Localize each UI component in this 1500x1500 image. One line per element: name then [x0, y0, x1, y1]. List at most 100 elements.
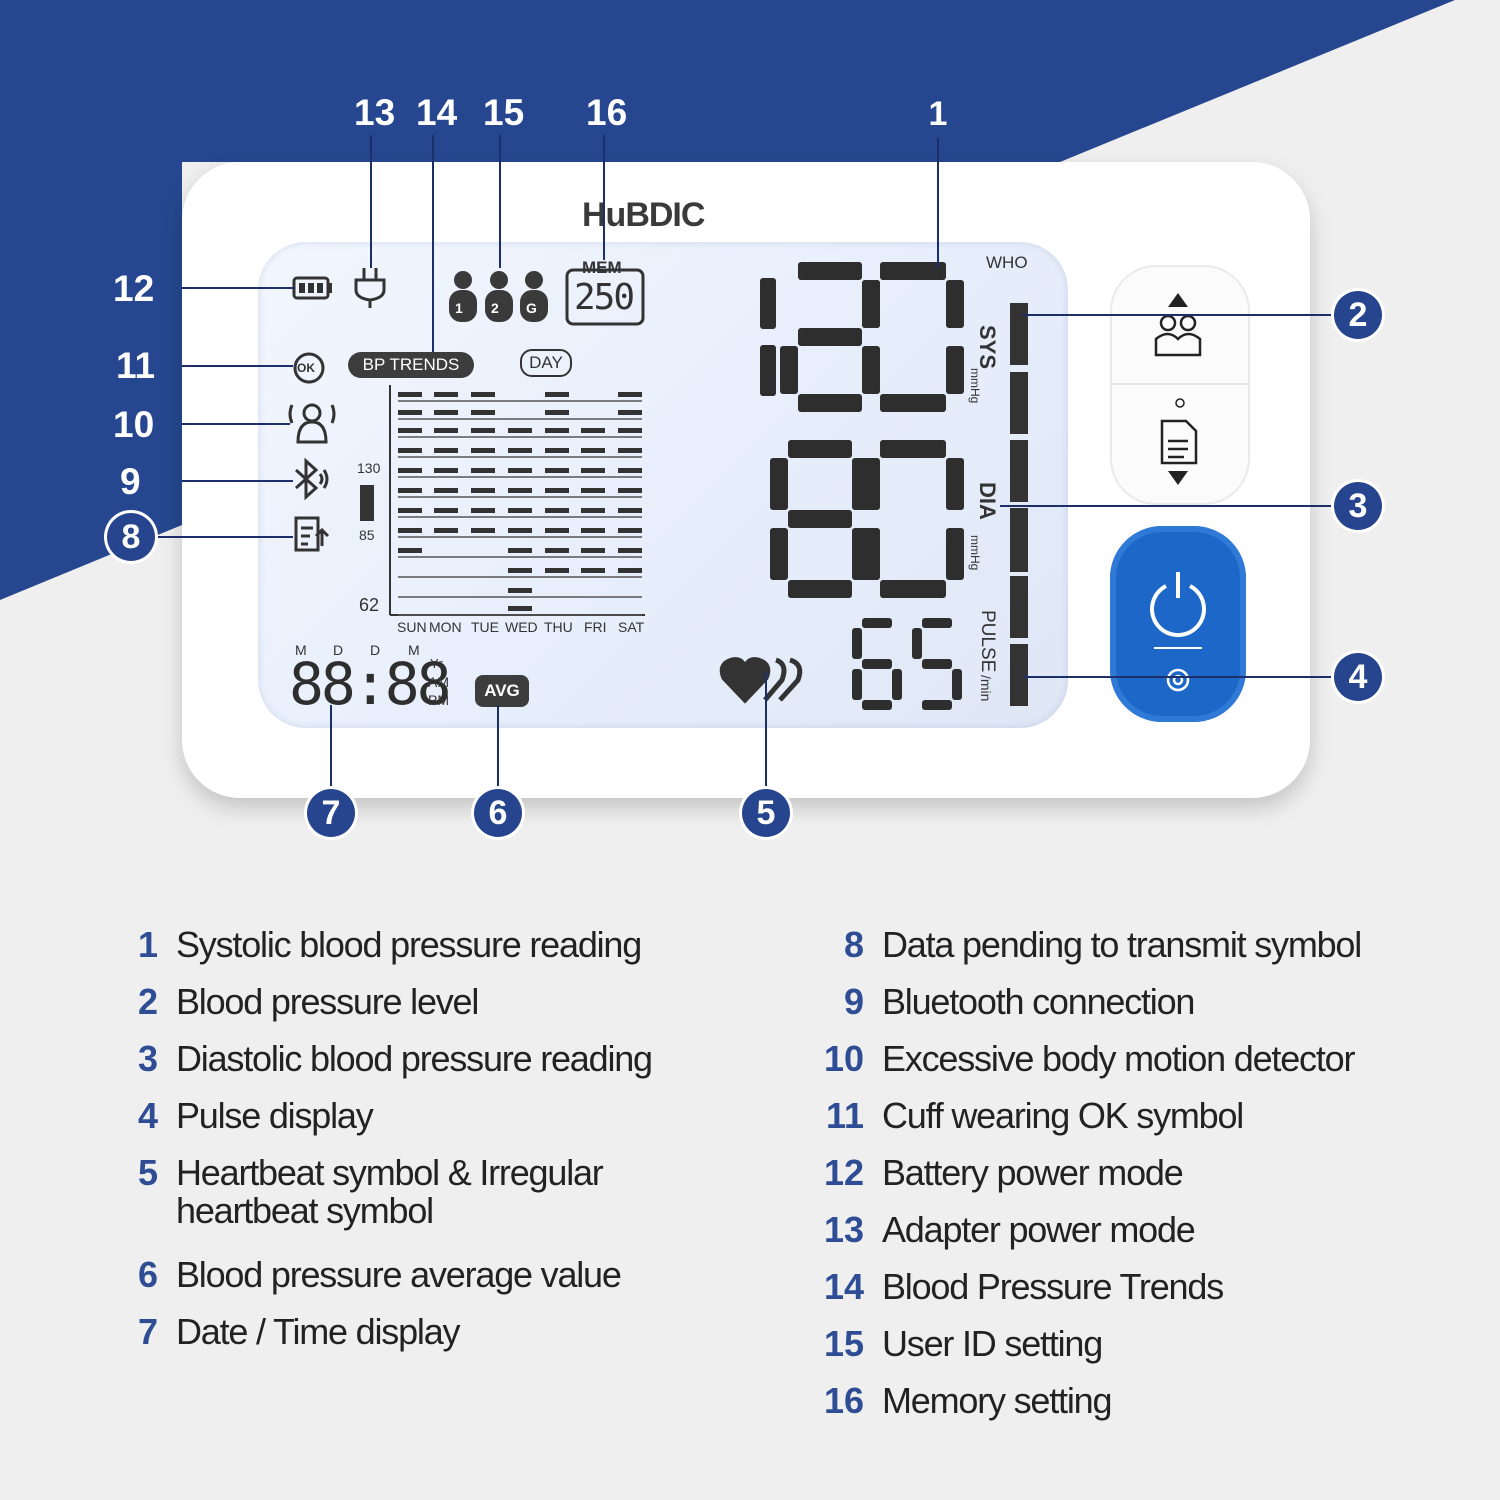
- axis-85: 85: [359, 527, 375, 543]
- callout-3: 3: [1334, 482, 1382, 530]
- trend-mark: [508, 508, 532, 513]
- trend-mark: [581, 528, 605, 533]
- callout-14: 14: [416, 92, 458, 133]
- trend-mark: [398, 410, 422, 415]
- date-m1: M: [295, 642, 307, 658]
- adapter-plug-icon: [354, 268, 386, 308]
- callout-12: 12: [113, 268, 155, 309]
- digit-0: [862, 440, 964, 598]
- legend-text: User ID setting: [882, 1323, 1103, 1364]
- date-time-value: 88:88: [289, 650, 452, 718]
- trend-mark: [398, 428, 422, 433]
- digit-6: [852, 618, 902, 710]
- callout-9: 9: [120, 461, 141, 502]
- day-label: DAY: [520, 349, 572, 377]
- trend-mark: [471, 392, 495, 397]
- callout-8: 8: [107, 513, 155, 561]
- legend-text: Heartbeat symbol & Irregular: [176, 1152, 604, 1193]
- weekday-sat: SAT: [618, 619, 645, 635]
- trend-mark: [434, 468, 458, 473]
- bluetooth-icon: [294, 457, 329, 501]
- legend-number: 14: [823, 1266, 864, 1307]
- trend-mark: [508, 468, 532, 473]
- trend-mark: [545, 410, 569, 415]
- weekday-thu: THU: [544, 619, 573, 635]
- trend-mark: [508, 528, 532, 533]
- level-segment: [1010, 644, 1028, 706]
- callout-10: 10: [113, 404, 155, 445]
- axis-130: 130: [357, 460, 381, 476]
- callout-6: 6: [474, 789, 522, 837]
- digit-0: [862, 262, 964, 412]
- trend-mark: [398, 468, 422, 473]
- time-yr: Yr: [430, 656, 443, 671]
- trend-mark: [618, 428, 642, 433]
- lcd-screen: [258, 242, 1068, 728]
- trend-mark: [434, 392, 458, 397]
- legend-text: Pulse display: [176, 1095, 374, 1136]
- memory-button[interactable]: [1160, 398, 1198, 485]
- trend-mark: [434, 410, 458, 415]
- trend-mark: [545, 568, 569, 573]
- trend-mark: [581, 548, 605, 553]
- trend-mark: [471, 448, 495, 453]
- memory-box: [565, 268, 645, 326]
- trend-mark: [618, 488, 642, 493]
- legend-text: Bluetooth connection: [882, 981, 1195, 1022]
- legend-text: Data pending to transmit symbol: [882, 924, 1362, 965]
- mem-value: 250: [574, 277, 635, 318]
- digit-1: [760, 278, 776, 396]
- trend-mark: [545, 448, 569, 453]
- user-guest: G: [526, 300, 537, 316]
- legend-number: 6: [137, 1254, 158, 1295]
- trend-mark: [471, 508, 495, 513]
- trend-mark: [618, 448, 642, 453]
- legend-number: 2: [137, 981, 158, 1022]
- trend-mark: [471, 428, 495, 433]
- power-icon: [1150, 572, 1206, 637]
- legend-text-line2: heartbeat symbol: [176, 1190, 434, 1231]
- trend-mark: [398, 448, 422, 453]
- trend-mark: [508, 448, 532, 453]
- legend-number: 12: [823, 1152, 864, 1193]
- trend-mark: [545, 428, 569, 433]
- legend-number: 13: [823, 1209, 864, 1250]
- callout-16: 16: [586, 92, 628, 133]
- trend-mark: [618, 468, 642, 473]
- trend-mark: [545, 392, 569, 397]
- trend-mark: [618, 392, 642, 397]
- weekday-mon: MON: [429, 619, 462, 635]
- date-d2: D: [370, 642, 381, 658]
- weekday-tue: TUE: [471, 619, 499, 635]
- trend-mark: [398, 508, 422, 513]
- legend-number: 16: [823, 1380, 864, 1421]
- power-icons: [1150, 572, 1206, 692]
- trend-mark: [581, 488, 605, 493]
- trend-mark: [398, 548, 422, 553]
- trend-mark: [434, 508, 458, 513]
- level-segment: [1010, 372, 1028, 434]
- trend-mark: [471, 528, 495, 533]
- panel-icons: [1154, 293, 1202, 485]
- time-pm: PM: [428, 692, 449, 708]
- level-segment: [1010, 508, 1028, 572]
- trend-mark: [434, 428, 458, 433]
- trend-mark: [581, 428, 605, 433]
- legend-text: Systolic blood pressure reading: [176, 924, 642, 965]
- trend-mark: [618, 548, 642, 553]
- weekday-sun: SUN: [397, 619, 427, 635]
- trend-mark: [398, 392, 422, 397]
- trend-mark: [508, 568, 532, 573]
- digit-5: [912, 618, 962, 710]
- callout-1: 1: [914, 90, 962, 138]
- time-am: AM: [428, 674, 449, 690]
- legend-text: Cuff wearing OK symbol: [882, 1095, 1244, 1136]
- trend-mark: [581, 468, 605, 473]
- callout-4: 4: [1334, 653, 1382, 701]
- trend-mark: [398, 528, 422, 533]
- legend-number: 4: [137, 1095, 158, 1136]
- callout-7: 7: [307, 789, 355, 837]
- trend-mark: [618, 508, 642, 513]
- weekday-wed: WED: [505, 619, 538, 635]
